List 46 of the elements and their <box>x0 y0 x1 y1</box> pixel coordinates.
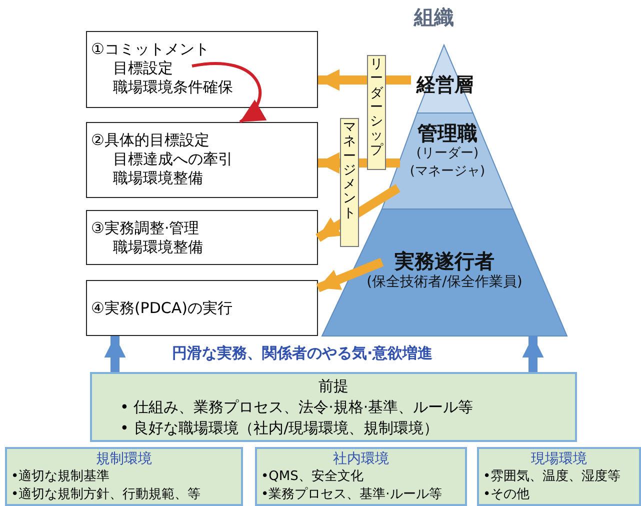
bullet-item: •その他 <box>483 486 531 504</box>
bullet-item: • 仕組み、業務プロセス、法令·規格·基準、ルール等 <box>120 397 474 418</box>
bullet-item: •業務プロセス、基準·ルール等 <box>261 486 443 504</box>
block-arrow <box>316 258 384 292</box>
layer-title: 管理職 <box>416 121 478 145</box>
step-box <box>86 31 318 108</box>
step-heading: ④実務(PDCA)の実行 <box>91 299 234 318</box>
pyramid-layer <box>382 113 513 209</box>
pyramid-layer <box>322 209 567 336</box>
premise-box <box>90 372 577 442</box>
step-item: 職場環境条件確保 <box>112 78 234 97</box>
step-item: 職場環境整備 <box>112 238 204 257</box>
edge-label: リーダーシップ <box>367 55 386 170</box>
layer-subtitle: (保全技術者/保全作業員) <box>366 273 524 291</box>
layer-subtitle: (マネージャ) <box>408 163 486 181</box>
step-item: 目標達成への牽引 <box>112 150 234 169</box>
bullet-item: •QMS、安全文化 <box>261 468 364 486</box>
environment-heading: 現場環境 <box>530 450 588 468</box>
premise-heading: 前提 <box>318 376 350 397</box>
diagram-title: 組織 <box>414 4 454 31</box>
environment-box <box>255 447 467 506</box>
environment-heading: 社内環境 <box>332 450 390 468</box>
block-arrow <box>318 69 411 91</box>
step-item: 目標設定 <box>112 59 174 78</box>
step-item: 職場環境整備 <box>112 169 204 188</box>
step-heading: ①コミットメント <box>91 40 210 59</box>
environment-heading: 規制環境 <box>95 450 153 468</box>
layer-subtitle: (リーダー) <box>415 145 480 163</box>
curved-arrow <box>192 62 266 124</box>
environment-box <box>5 447 243 506</box>
block-arrow <box>522 336 544 372</box>
block-arrow <box>104 336 126 372</box>
layer-title: 実務遂行者 <box>394 249 496 273</box>
bullet-item: •雰囲気、温度、湿度等 <box>483 468 622 486</box>
note-text: 円滑な実務、関係者のやる気·意欲増進 <box>172 344 433 363</box>
bullet-item: •適切な規制方針、行動規範、等 <box>11 486 202 504</box>
environment-box <box>477 447 641 506</box>
step-heading: ②具体的目標設定 <box>91 131 210 150</box>
step-heading: ③実務調整·管理 <box>91 219 200 238</box>
bullet-item: • 良好な職場環境（社内/現場環境、規制環境） <box>120 418 440 439</box>
block-arrow <box>316 184 400 242</box>
step-box <box>86 210 318 265</box>
step-box <box>86 280 318 336</box>
bullet-item: •適切な規制基準 <box>11 468 111 486</box>
step-box <box>86 122 318 198</box>
edge-label: マネージメント <box>340 118 359 247</box>
